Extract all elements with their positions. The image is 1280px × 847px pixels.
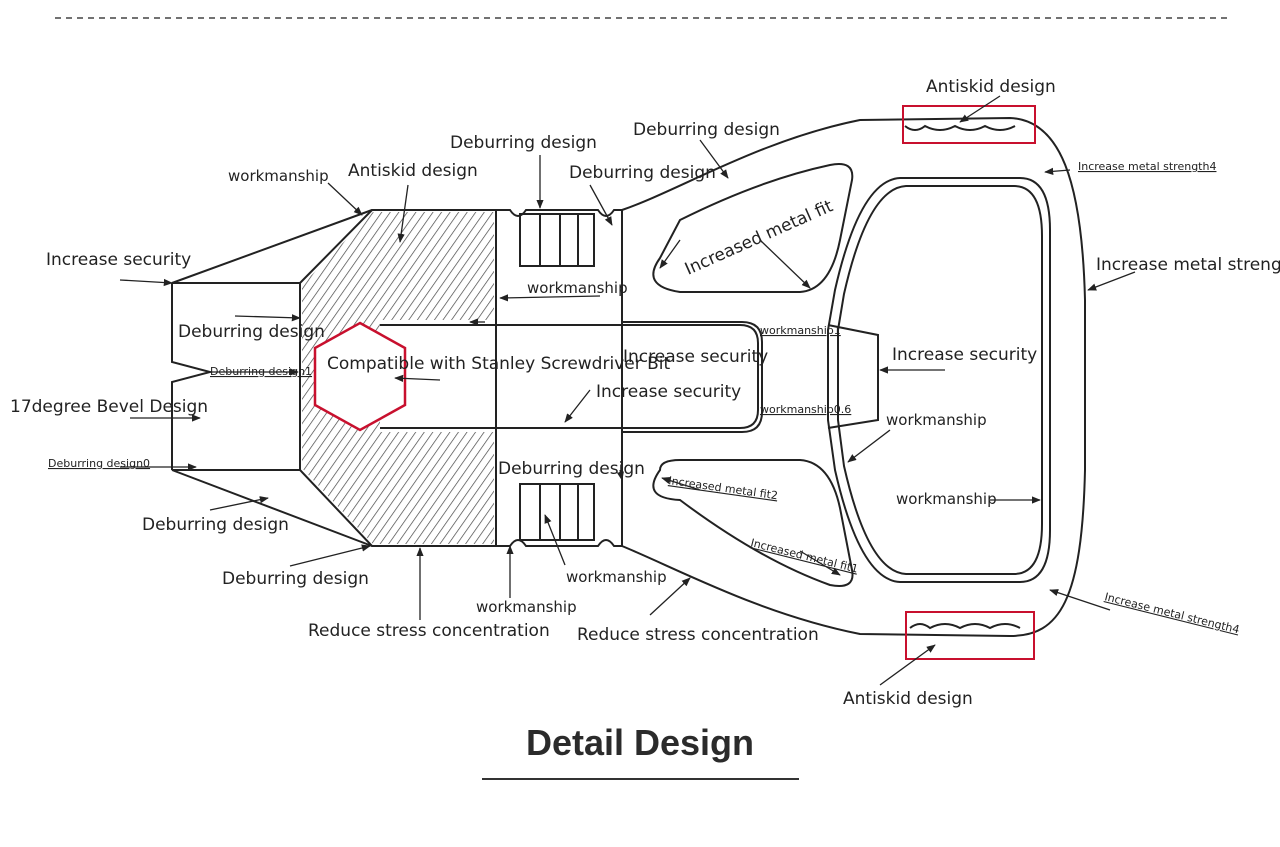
label-workmanship-top-left: workmanship [228, 167, 329, 185]
label-increase-security-right: Increase security [892, 345, 1037, 365]
hatched-shank [302, 212, 494, 544]
antiskid-highlight-top [902, 105, 1036, 144]
label-antiskid-top: Antiskid design [926, 77, 1056, 97]
label-increased-fit-2: Increased metal fit2 [668, 474, 779, 502]
label-antiskid-bottom: Antiskid design [843, 689, 973, 709]
label-workmanship-shank: workmanship [527, 279, 628, 297]
label-compatible: Compatible with Stanley Screwdriver Bit [327, 354, 670, 374]
label-deburring-center-low: Deburring design [498, 459, 645, 479]
label-reduce-stress-right: Reduce stress concentration [577, 625, 819, 645]
label-deburring-bottom-left: Deburring design [222, 569, 369, 589]
title-underline [482, 778, 799, 780]
label-deburring-top-mid: Deburring design [450, 133, 597, 153]
label-workmanship-right-1: workmanship [886, 411, 987, 429]
label-workmanship-small-1: workmanship1 [760, 324, 841, 337]
label-bevel: 17degree Bevel Design [10, 397, 208, 417]
hex-socket-highlight [313, 321, 407, 432]
label-deburring-left: Deburring design [178, 322, 325, 342]
label-increase-security-low: Increase security [596, 382, 741, 402]
label-metal-strength-top: Increase metal strength4 [1078, 160, 1216, 173]
label-deburring-small-upper: Deburring design1 [210, 365, 312, 378]
label-workmanship-bottom-2: workmanship [566, 568, 667, 586]
label-deburring-neck: Deburring design [569, 163, 716, 183]
label-deburring-small-lower: Deburring design0 [48, 457, 150, 470]
label-increase-security-left: Increase security [46, 250, 191, 270]
label-metal-strength-bottom: Increase metal strength4 [1103, 590, 1241, 636]
label-workmanship-small-2: workmanship0.6 [760, 403, 851, 416]
page-title: Detail Design [525, 722, 755, 763]
tool-outline [171, 116, 1086, 638]
leader-lines [119, 95, 1136, 686]
antiskid-highlight-bottom [905, 611, 1035, 660]
label-workmanship-bottom-1: workmanship [476, 598, 577, 616]
label-increase-security-mid: Increase security [623, 347, 768, 367]
label-workmanship-right-2: workmanship [896, 490, 997, 508]
label-reduce-stress-left: Reduce stress concentration [308, 621, 550, 641]
label-deburring-top-right: Deburring design [633, 120, 780, 140]
label-metal-strength-right: Increase metal strength [1096, 255, 1280, 275]
label-antiskid-shank: Antiskid design [348, 161, 478, 181]
labels: Antiskid design Deburring design Deburri… [10, 77, 1280, 709]
label-deburring-lower-left: Deburring design [142, 515, 289, 535]
